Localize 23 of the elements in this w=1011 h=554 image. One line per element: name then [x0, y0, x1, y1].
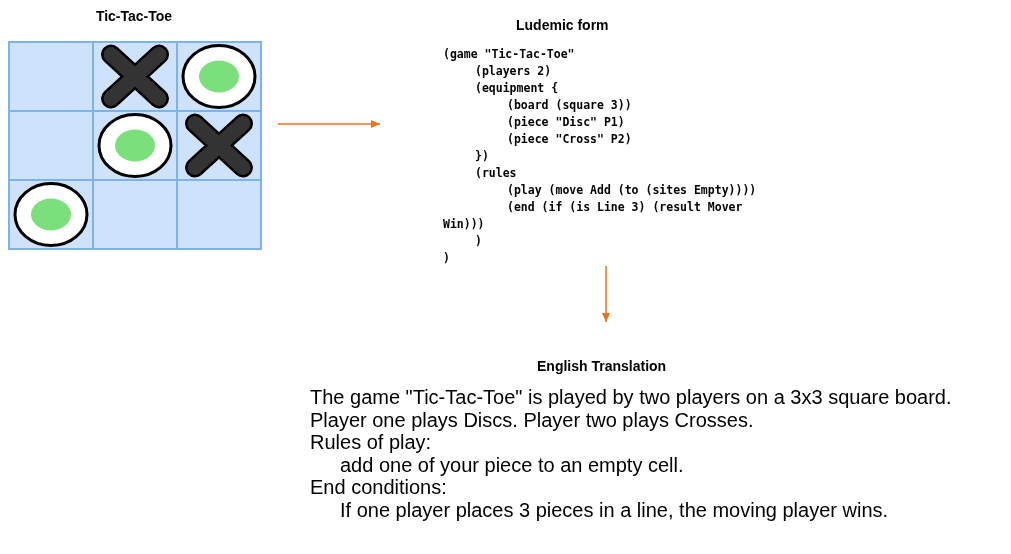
- code-line: }): [474, 148, 490, 165]
- translation-line: Player one plays Discs. Player two plays Crosses.: [310, 408, 754, 431]
- code-line: ): [474, 233, 483, 250]
- code-line: (equipment {: [474, 80, 560, 97]
- arrow: [602, 265, 610, 323]
- code-line: (end (if (is Line 3) (result Mover Win))): [443, 199, 744, 233]
- translation-line: The game "Tic-Tac-Toe" is played by two players on a 3x3 square board.: [310, 386, 952, 409]
- code-line: (players 2): [474, 63, 553, 80]
- arrow: [277, 120, 381, 128]
- translation-line: If one player places 3 pieces in a line, the moving player wins.: [340, 498, 889, 521]
- code-line: (game "Tic-Tac-Toe": [443, 46, 576, 63]
- translation-line: Rules of play:: [310, 431, 432, 454]
- code-line: (rules: [474, 165, 518, 182]
- board-title: Tic-Tac-Toe: [94, 8, 174, 24]
- code-line: ): [443, 250, 451, 267]
- code-line: (play (move Add (to (sites Empty)))): [506, 182, 758, 199]
- section-heading: English Translation: [537, 358, 667, 374]
- code-line: (piece "Cross" P2): [506, 131, 633, 148]
- translation-line: End conditions:: [310, 476, 447, 499]
- code-line: (piece "Disc" P1): [506, 114, 626, 131]
- translation-line: add one of your piece to an empty cell.: [340, 453, 684, 476]
- code-heading: Ludemic form: [516, 17, 609, 33]
- code-line: (board (square 3)): [506, 97, 633, 114]
